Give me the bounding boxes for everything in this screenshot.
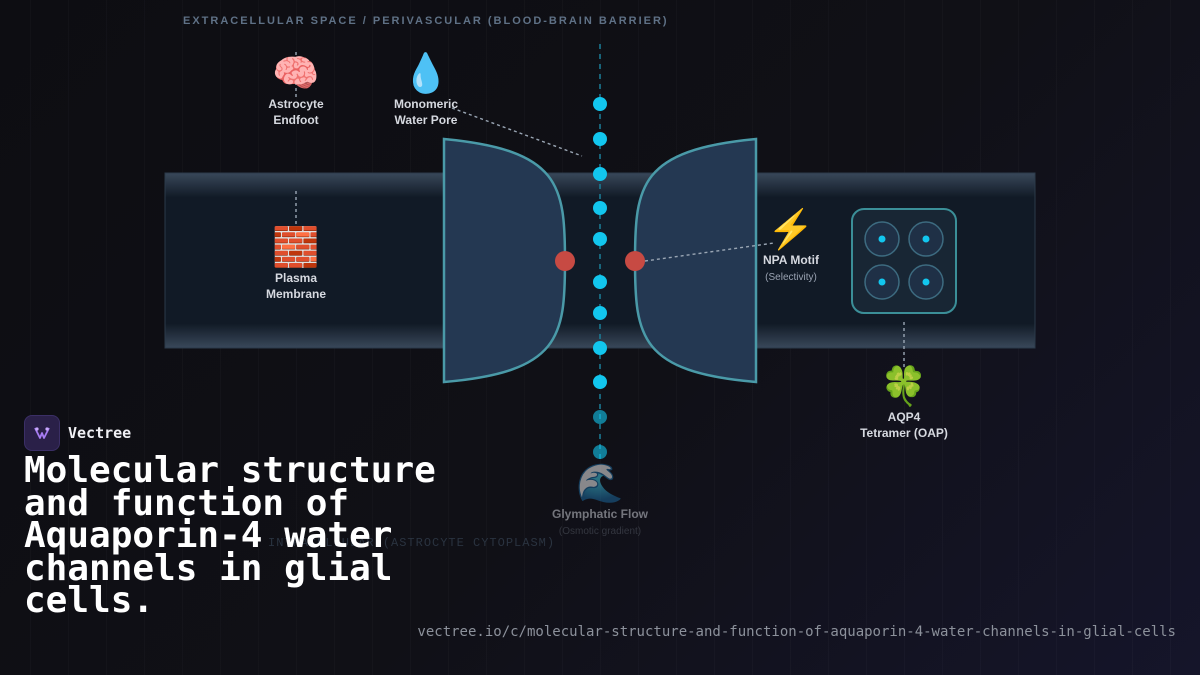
label-glymphatic-flow: 🌊 Glymphatic Flow (Osmotic gradient) <box>540 462 660 539</box>
aqp4-tetramer <box>851 208 957 314</box>
label-npa-motif: ⚡ NPA Motif (Selectivity) <box>741 208 841 285</box>
vectree-logo-icon <box>24 415 60 451</box>
water-molecule <box>593 167 607 181</box>
channel-left-half <box>442 137 567 384</box>
connector-lines <box>295 52 905 368</box>
extracellular-caption: EXTRACELLULAR SPACE / PERIVASCULAR (BLOO… <box>183 15 669 27</box>
clover-icon: 🍀 <box>880 366 928 408</box>
label-text: NPA Motif <box>763 253 819 267</box>
bg-stripe <box>1170 0 1171 675</box>
brick-icon: 🧱 <box>272 227 320 269</box>
label-text: Monomeric Water Pore <box>393 97 458 127</box>
label-subtext: (Osmotic gradient) <box>558 526 642 537</box>
water-molecule <box>593 97 607 111</box>
brand-name: Vectree <box>68 424 132 442</box>
water-molecule <box>593 445 607 459</box>
label-text: Plasma Membrane <box>265 271 327 301</box>
water-molecule <box>593 275 607 289</box>
water-molecules <box>593 97 607 459</box>
npa-motif-right <box>625 251 645 271</box>
bg-stripe <box>1132 0 1133 675</box>
npa-motif-left <box>555 251 575 271</box>
water-molecule <box>593 201 607 215</box>
bg-stripe <box>1094 0 1095 675</box>
source-url[interactable]: vectree.io/c/molecular-structure-and-fun… <box>417 624 1176 640</box>
water-molecule <box>593 375 607 389</box>
label-text: Astrocyte Endfoot <box>268 97 324 127</box>
lightning-icon: ⚡ <box>767 209 815 251</box>
water-molecule <box>593 306 607 320</box>
water-molecule <box>593 341 607 355</box>
intracellular-caption: INTRACELLULAR (ASTROCYTE CYTOPLASM) <box>268 536 556 550</box>
label-plasma-membrane: 🧱 Plasma Membrane <box>246 226 346 302</box>
label-aqp4-tetramer: 🍀 AQP4 Tetramer (OAP) <box>844 365 964 441</box>
bg-stripe <box>1056 0 1057 675</box>
label-text: AQP4 Tetramer (OAP) <box>860 410 948 440</box>
page-title: Molecular structure and function of Aqua… <box>24 450 436 621</box>
label-text: Glymphatic Flow <box>551 507 648 521</box>
wave-icon: 🌊 <box>576 463 624 505</box>
brain-icon: 🧠 <box>272 53 320 95</box>
water-drop-icon: 💧 <box>402 53 450 95</box>
brand: Vectree <box>24 415 131 451</box>
label-water-pore: 💧 Monomeric Water Pore <box>376 52 476 128</box>
water-molecule <box>593 410 607 424</box>
water-molecule <box>593 132 607 146</box>
label-astrocyte-endfoot: 🧠 Astrocyte Endfoot <box>246 52 346 128</box>
label-subtext: (Selectivity) <box>765 272 817 283</box>
water-molecule <box>593 232 607 246</box>
